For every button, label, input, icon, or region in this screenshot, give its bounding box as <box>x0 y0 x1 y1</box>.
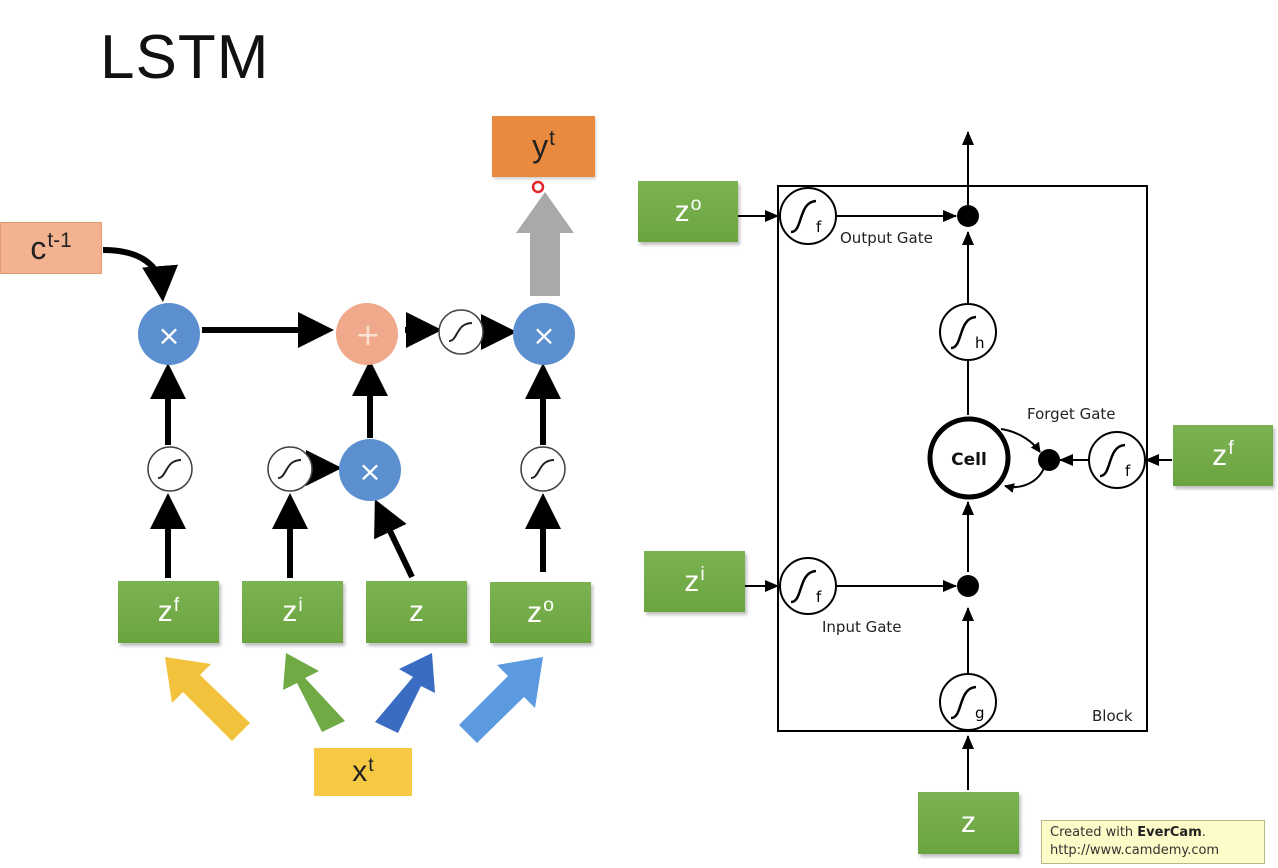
cell-label: Cell <box>951 450 987 470</box>
input-gate-product-node <box>957 575 979 597</box>
forget-gate-activation: f <box>1088 431 1146 489</box>
sigmoid-input-node <box>267 446 313 492</box>
credit-url: http://www.camdemy.com <box>1050 843 1220 858</box>
svg-text:g: g <box>975 704 985 722</box>
add-node <box>336 303 398 365</box>
block-label: Block <box>1092 707 1133 725</box>
svg-text:f: f <box>1125 462 1131 480</box>
arrow-output-to-y <box>516 192 574 296</box>
add-symbol: + <box>355 318 380 353</box>
output-gate-label: Output Gate <box>840 229 933 247</box>
cell-node <box>927 416 1011 500</box>
page-title: LSTM <box>100 23 270 92</box>
arrow-z-to-input-mult <box>374 499 415 579</box>
arrow-x-to-z <box>375 653 435 733</box>
arrow-prevcell-to-forget-mult <box>102 247 179 302</box>
pointer-dot <box>531 180 545 194</box>
svg-text:h: h <box>975 334 985 352</box>
output-multiply-symbol: × <box>532 319 555 352</box>
cell-input-activation-g: g <box>939 673 997 731</box>
sigmoid-output-node <box>520 446 566 492</box>
tanh-cell-node <box>438 309 484 355</box>
z-box-right: z <box>918 792 1019 854</box>
input-multiply-node <box>339 439 401 501</box>
forget-gate-product-node <box>1038 449 1060 471</box>
lstm-diagram-right: Cell f f f h g <box>738 131 1172 790</box>
arrow-x-to-zf <box>165 657 250 741</box>
input-multiply-symbol: × <box>358 455 381 488</box>
svg-text:f: f <box>816 218 822 236</box>
svg-text:f: f <box>816 588 822 606</box>
input-gate-label: Input Gate <box>822 618 902 636</box>
arrow-x-to-zi <box>283 653 345 732</box>
evercam-credit-badge: Created with EverCam. http://www.camdemy… <box>1041 820 1265 864</box>
forget-multiply-symbol: × <box>157 319 180 352</box>
output-gate-activation: f <box>779 187 837 245</box>
output-gate-product-node <box>957 205 979 227</box>
forget-gate-label: Forget Gate <box>1027 405 1116 423</box>
arrow-x-to-zo <box>459 657 543 743</box>
z-box-left: z <box>366 581 467 643</box>
sigmoid-forget-node <box>147 446 193 492</box>
input-gate-activation: f <box>779 557 837 615</box>
output-multiply-node <box>513 303 575 365</box>
cell-output-activation-h: h <box>939 303 997 361</box>
forget-multiply-node <box>138 303 200 365</box>
